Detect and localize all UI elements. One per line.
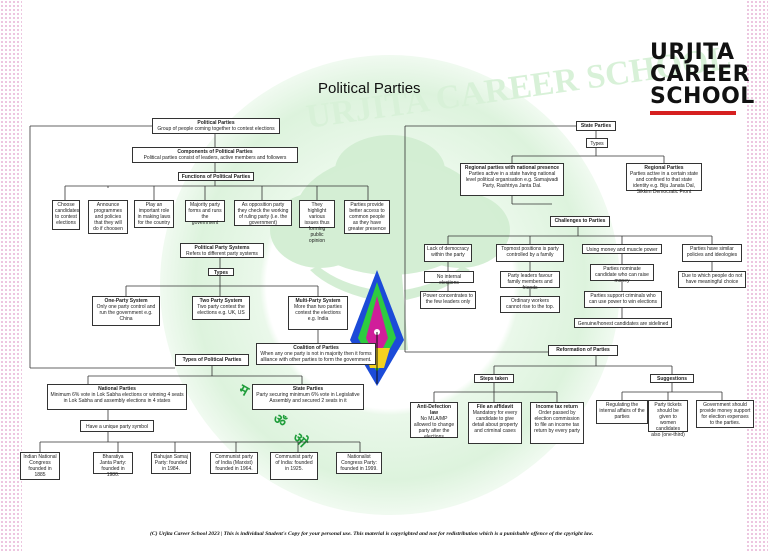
state-parties-left-node: State Parties Party securing minimum 6% … <box>252 384 364 410</box>
suggestions-node: Suggestions <box>650 374 694 383</box>
one-party-head: One-Party System <box>104 298 148 304</box>
coalition-head: Coalition of Parties <box>293 345 339 351</box>
two-party-node: Two Party System Two party contest the e… <box>192 296 250 320</box>
regional-national-head: Regional parties with national presence <box>464 165 560 171</box>
suggestion-item: Government should provide money support … <box>696 400 754 428</box>
national-parties-node: National Parties Minimum 6% vote in Lok … <box>47 384 187 410</box>
step-anti-defection: Anti-Defection law No MLA/MP allowed to … <box>410 402 458 440</box>
function-item: Parties provide better access to common … <box>344 200 390 234</box>
one-party-body: Only one party control and run the gover… <box>96 304 156 322</box>
state-parties-head: State Parties <box>580 123 612 129</box>
steps-taken-node: Steps taken <box>474 374 514 383</box>
suggestion-item: Regulating the internal affairs of the p… <box>596 400 648 424</box>
suggestion-item: Party tickets should be given to women c… <box>648 400 688 438</box>
challenge-item: Parties nominate candidate who can raise… <box>590 264 654 284</box>
function-item: Choose candidates to contest elections <box>52 200 80 230</box>
left-dot-border <box>0 0 22 552</box>
page-title: Political Parties <box>318 80 421 97</box>
one-party-node: One-Party System Only one party control … <box>92 296 160 326</box>
logo-line-2: CAREER <box>650 62 751 87</box>
components-node: Components of Political Parties Politica… <box>132 147 298 163</box>
copyright-footer: (C) Urjita Career School 2023 | This is … <box>150 531 594 537</box>
challenge-item: Genuine/honest candidates are sidelined <box>574 318 672 328</box>
two-party-body: Two party contest the elections e.g. UK,… <box>197 304 245 316</box>
function-item: Majority party forms and runs the govern… <box>185 200 225 226</box>
national-party-item: Communist party of India (Marxist) found… <box>210 452 258 474</box>
national-party-item: Bahujan Samaj Party: founded in 1984. <box>151 452 191 474</box>
function-item: They highlight various issues thus formi… <box>299 200 335 244</box>
national-parties-body: Minimum 6% vote in Lok Sabha elections o… <box>50 392 184 404</box>
national-parties-head: National Parties <box>98 386 136 392</box>
types-label: Types <box>208 268 234 276</box>
state-parties-left-head: State Parties <box>292 386 324 392</box>
challenges-node: Challenges to Parties <box>550 216 610 227</box>
two-party-head: Two Party System <box>199 298 243 304</box>
multi-party-body: More than two parties contest the electi… <box>293 304 343 322</box>
challenge-item: Due to which people do not have meaningf… <box>678 271 746 288</box>
national-party-item: Nationalist Congress Party: founded in 1… <box>336 452 382 474</box>
components-head: Components of Political Parties <box>177 149 253 155</box>
logo-line-1: URJITA <box>650 40 735 65</box>
coalition-node: Coalition of Parties When any one party … <box>256 343 376 365</box>
challenge-item: Using money and muscle power <box>582 244 662 254</box>
school-logo: URJITA CAREER SCHOOL <box>650 42 755 115</box>
logo-underline <box>650 111 736 115</box>
functions-node: Functions of Political Parties <box>178 172 254 181</box>
challenge-item: Ordinary workers cannot rise to the top. <box>500 296 560 313</box>
regional-national-body: Parties active in a state having nationa… <box>465 171 559 189</box>
function-item: As opposition party they check the worki… <box>234 200 292 226</box>
party-systems-head: Political Party Systems <box>194 245 250 251</box>
reformation-node: Reformation of Parties <box>548 345 618 356</box>
step-income-tax: Income tax return Order passed by electi… <box>530 402 584 444</box>
step-affidavit: File an affidavit Mandatory for every ca… <box>468 402 522 444</box>
coalition-body: When any one party is not in majority th… <box>260 351 372 363</box>
types-label-2: Types <box>586 138 608 148</box>
regional-node: Regional Parties Parties active in a cer… <box>626 163 702 195</box>
regional-national-node: Regional parties with national presence … <box>460 163 564 196</box>
unique-symbol-node: Have a unique party symbol <box>80 420 154 432</box>
challenge-item: Topmost positions is party controlled by… <box>496 244 564 262</box>
state-parties-node: State Parties <box>576 121 616 131</box>
logo-line-3: SCHOOL <box>650 84 755 109</box>
components-body: Political parties consist of leaders, ac… <box>143 155 287 161</box>
party-systems-node: Political Party Systems Refers to differ… <box>180 243 264 258</box>
multi-party-node: Multi-Party System More than two parties… <box>288 296 348 330</box>
challenge-item: Party leaders favour family members and … <box>500 271 560 291</box>
multi-party-head: Multi-Party System <box>295 298 341 304</box>
national-party-item: Indian National Congress founded in 1885 <box>20 452 60 480</box>
party-systems-body: Refers to different party systems <box>186 251 258 257</box>
national-party-item: Bharatiya Janta Party: founded in 1980. <box>93 452 133 478</box>
function-item: Play an important role in making laws fo… <box>134 200 174 228</box>
regional-body: Parties active in a certain state and co… <box>629 171 699 195</box>
challenges-head: Challenges to Parties <box>554 218 606 224</box>
challenge-item: Power concentrates to the few leaders on… <box>420 291 476 309</box>
regional-head: Regional Parties <box>644 165 684 171</box>
types-of-parties-head: Types of Political Parties <box>182 357 242 363</box>
function-item: Announce programmes and policies that th… <box>88 200 128 234</box>
challenge-item: Lack of democracy within the party <box>424 244 472 262</box>
functions-head: Functions of Political Parties <box>181 174 251 180</box>
political-parties-node: Political Parties Group of people coming… <box>152 118 280 134</box>
types-of-parties-node: Types of Political Parties <box>175 354 249 366</box>
challenge-item: Parties support criminals who can use po… <box>584 291 662 308</box>
political-parties-body: Group of people coming together to conte… <box>157 126 275 132</box>
state-parties-left-body: Party securing minimum 6% vote in Legisl… <box>256 392 360 404</box>
reformation-head: Reformation of Parties <box>556 347 610 353</box>
political-parties-head: Political Parties <box>197 120 235 126</box>
national-party-item: Communist party of India: founded in 192… <box>270 452 318 480</box>
challenge-item: Parties have similar policies and ideolo… <box>682 244 742 262</box>
challenge-item: No internal elections <box>424 271 474 286</box>
